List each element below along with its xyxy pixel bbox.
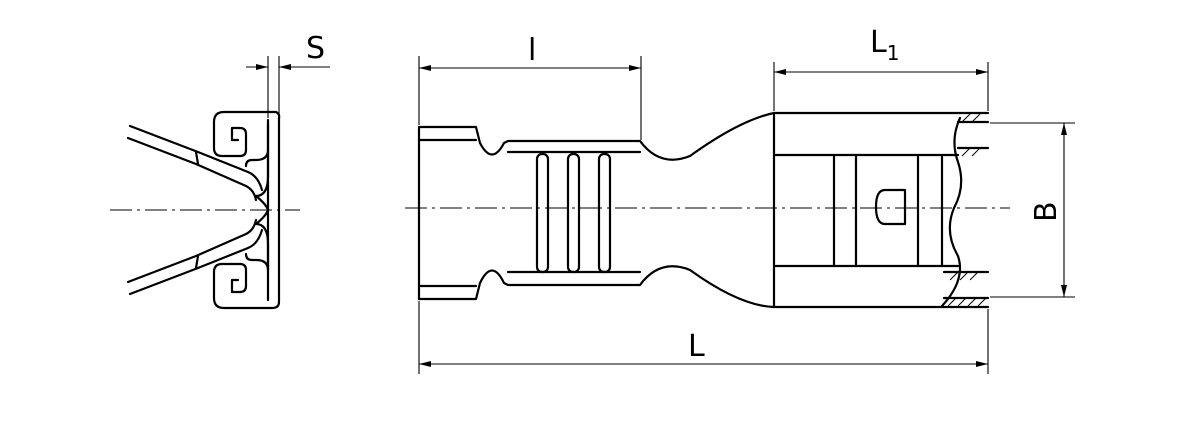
end-view-top-curl	[212, 116, 281, 310]
dimension-s: S	[246, 31, 330, 118]
grip-rib	[535, 152, 550, 274]
sleeve-outline	[417, 111, 776, 309]
end-view-inner-top	[244, 122, 270, 212]
hatch-line	[977, 297, 987, 307]
hatch-line	[947, 297, 957, 307]
end-view	[110, 110, 300, 310]
hatch-line	[961, 147, 971, 157]
hatch-line	[957, 297, 967, 307]
contact-dimple	[874, 188, 907, 226]
front-view	[405, 111, 1010, 309]
s-label: S	[306, 31, 325, 66]
l1-label: L1	[870, 25, 899, 65]
hatch-frame-top	[956, 120, 990, 150]
dimension-l: l	[418, 33, 642, 140]
hatch-line	[959, 271, 969, 281]
hatch-line	[961, 113, 971, 123]
receptacle-break-line	[940, 116, 963, 308]
hatch-line	[967, 297, 977, 307]
sleeve-inner-top	[417, 138, 642, 154]
grip-rib	[597, 152, 612, 274]
hatch-line	[969, 271, 979, 281]
dimension-b: B	[990, 122, 1075, 298]
hatch-line	[971, 147, 981, 157]
l-label: l	[528, 33, 536, 68]
dimension-l1: L1	[773, 25, 989, 111]
hatch-line	[971, 113, 981, 123]
section-hatch	[942, 113, 990, 307]
end-view-lower-arm	[126, 218, 264, 296]
receptacle-outline	[772, 111, 990, 309]
dimension-total-l: L	[418, 301, 989, 374]
hatch-line	[949, 271, 959, 281]
end-view-upper-arm	[126, 124, 264, 202]
b-label: B	[1029, 201, 1064, 222]
grip-rib	[566, 152, 581, 274]
total-label: L	[688, 329, 705, 364]
